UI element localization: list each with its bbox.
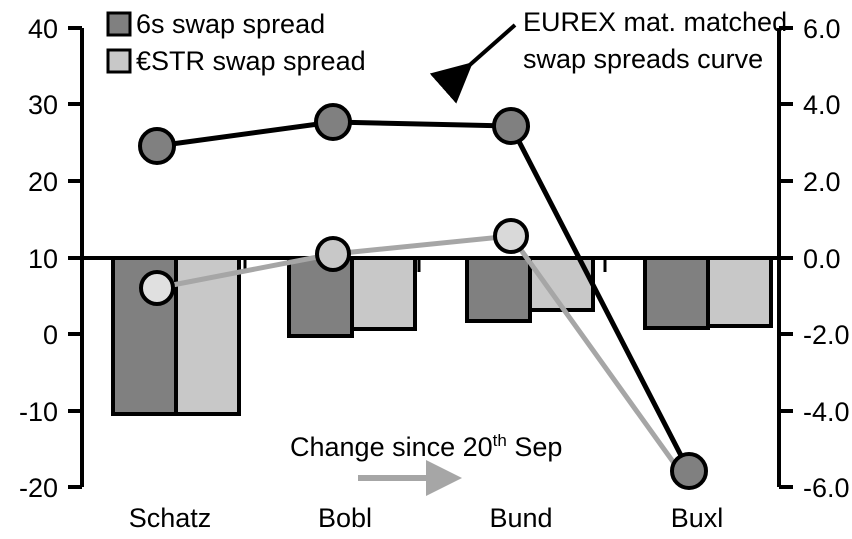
- left-axis-tick-labels: 40 30 20 10 0 -10 -20: [19, 14, 58, 503]
- right-tick-label-6: 6.0: [803, 14, 841, 44]
- category-label-bund: Bund: [489, 503, 552, 533]
- right-tick-label-0: 0.0: [803, 244, 841, 274]
- right-axis-tick-labels: 6.0 4.0 2.0 0.0 -2.0 -4.0 -6.0: [803, 14, 850, 503]
- change-since-marker-bobl: [315, 236, 351, 272]
- line-series-eurex-curve: [138, 103, 708, 490]
- category-axis-labels: Schatz Bobl Bund Buxl: [129, 503, 724, 533]
- left-axis-ticks: [68, 26, 82, 489]
- bar-group-buxl: [643, 256, 773, 330]
- right-tick-label-4: 4.0: [803, 90, 841, 120]
- category-label-schatz: Schatz: [129, 503, 212, 533]
- bar-estr-buxl: [706, 256, 773, 328]
- right-axis-ticks: [779, 26, 793, 489]
- left-tick-label-40: 40: [28, 14, 58, 44]
- change-since-superscript: th: [493, 431, 507, 450]
- right-tick-label-m4: -4.0: [803, 397, 850, 427]
- legend-item-estr-swap-spread[interactable]: €STR swap spread: [106, 46, 366, 76]
- change-since-label: Change since 20th Sep: [290, 431, 562, 462]
- change-since-polyline: [156, 233, 692, 486]
- category-label-buxl: Buxl: [671, 503, 724, 533]
- eurex-callout-arrow-icon: [429, 23, 517, 104]
- eurex-callout-line1: EUREX mat. matched: [523, 7, 787, 37]
- right-tick-label-m2: -2.0: [803, 320, 850, 350]
- line-series-change-since: [139, 218, 692, 486]
- eurex-curve-marker-bobl: [314, 103, 352, 141]
- left-tick-label-30: 30: [28, 90, 58, 120]
- left-tick-label-0: 0: [43, 320, 58, 350]
- change-since-prefix: Change since 20: [290, 432, 493, 462]
- change-since-marker-schatz: [139, 270, 175, 306]
- left-tick-label-10: 10: [28, 244, 58, 274]
- change-since-suffix: Sep: [507, 432, 563, 462]
- right-tick-label-m6: -6.0: [803, 473, 850, 503]
- chart-legend: 6s swap spread €STR swap spread: [106, 9, 366, 76]
- bar-6s-buxl: [643, 256, 710, 330]
- right-tick-label-2: 2.0: [803, 167, 841, 197]
- legend-swatch-icon-estr: [106, 48, 132, 74]
- bar-estr-bobl: [350, 256, 417, 331]
- left-tick-label-m10: -10: [19, 397, 58, 427]
- legend-label-estr: €STR swap spread: [136, 46, 366, 76]
- left-tick-label-20: 20: [28, 167, 58, 197]
- eurex-curve-marker-buxl: [670, 452, 708, 490]
- left-tick-label-m20: -20: [19, 473, 58, 503]
- bar-group-bund: [465, 256, 595, 323]
- bar-6s-bobl: [287, 256, 354, 338]
- left-axis: 40 30 20 10 0 -10 -20: [19, 14, 84, 503]
- eurex-curve-marker-schatz: [138, 127, 176, 165]
- category-label-bobl: Bobl: [318, 503, 372, 533]
- eurex-curve-marker-bund: [492, 107, 530, 145]
- eurex-callout-line2: swap spreads curve: [523, 44, 763, 74]
- legend-label-6s: 6s swap spread: [136, 9, 325, 39]
- bar-group-schatz: [111, 256, 241, 416]
- legend-swatch-icon-6s: [106, 11, 132, 37]
- annotation-change-since: Change since 20th Sep: [290, 431, 562, 496]
- bar-6s-bund: [465, 256, 532, 323]
- legend-item-6s-swap-spread[interactable]: 6s swap spread: [106, 9, 325, 39]
- annotation-eurex-callout: EUREX mat. matched swap spreads curve: [429, 7, 787, 104]
- change-since-marker-bund: [493, 218, 529, 254]
- bar-group-bobl: [287, 256, 417, 338]
- eurex-curve-polyline: [156, 119, 692, 473]
